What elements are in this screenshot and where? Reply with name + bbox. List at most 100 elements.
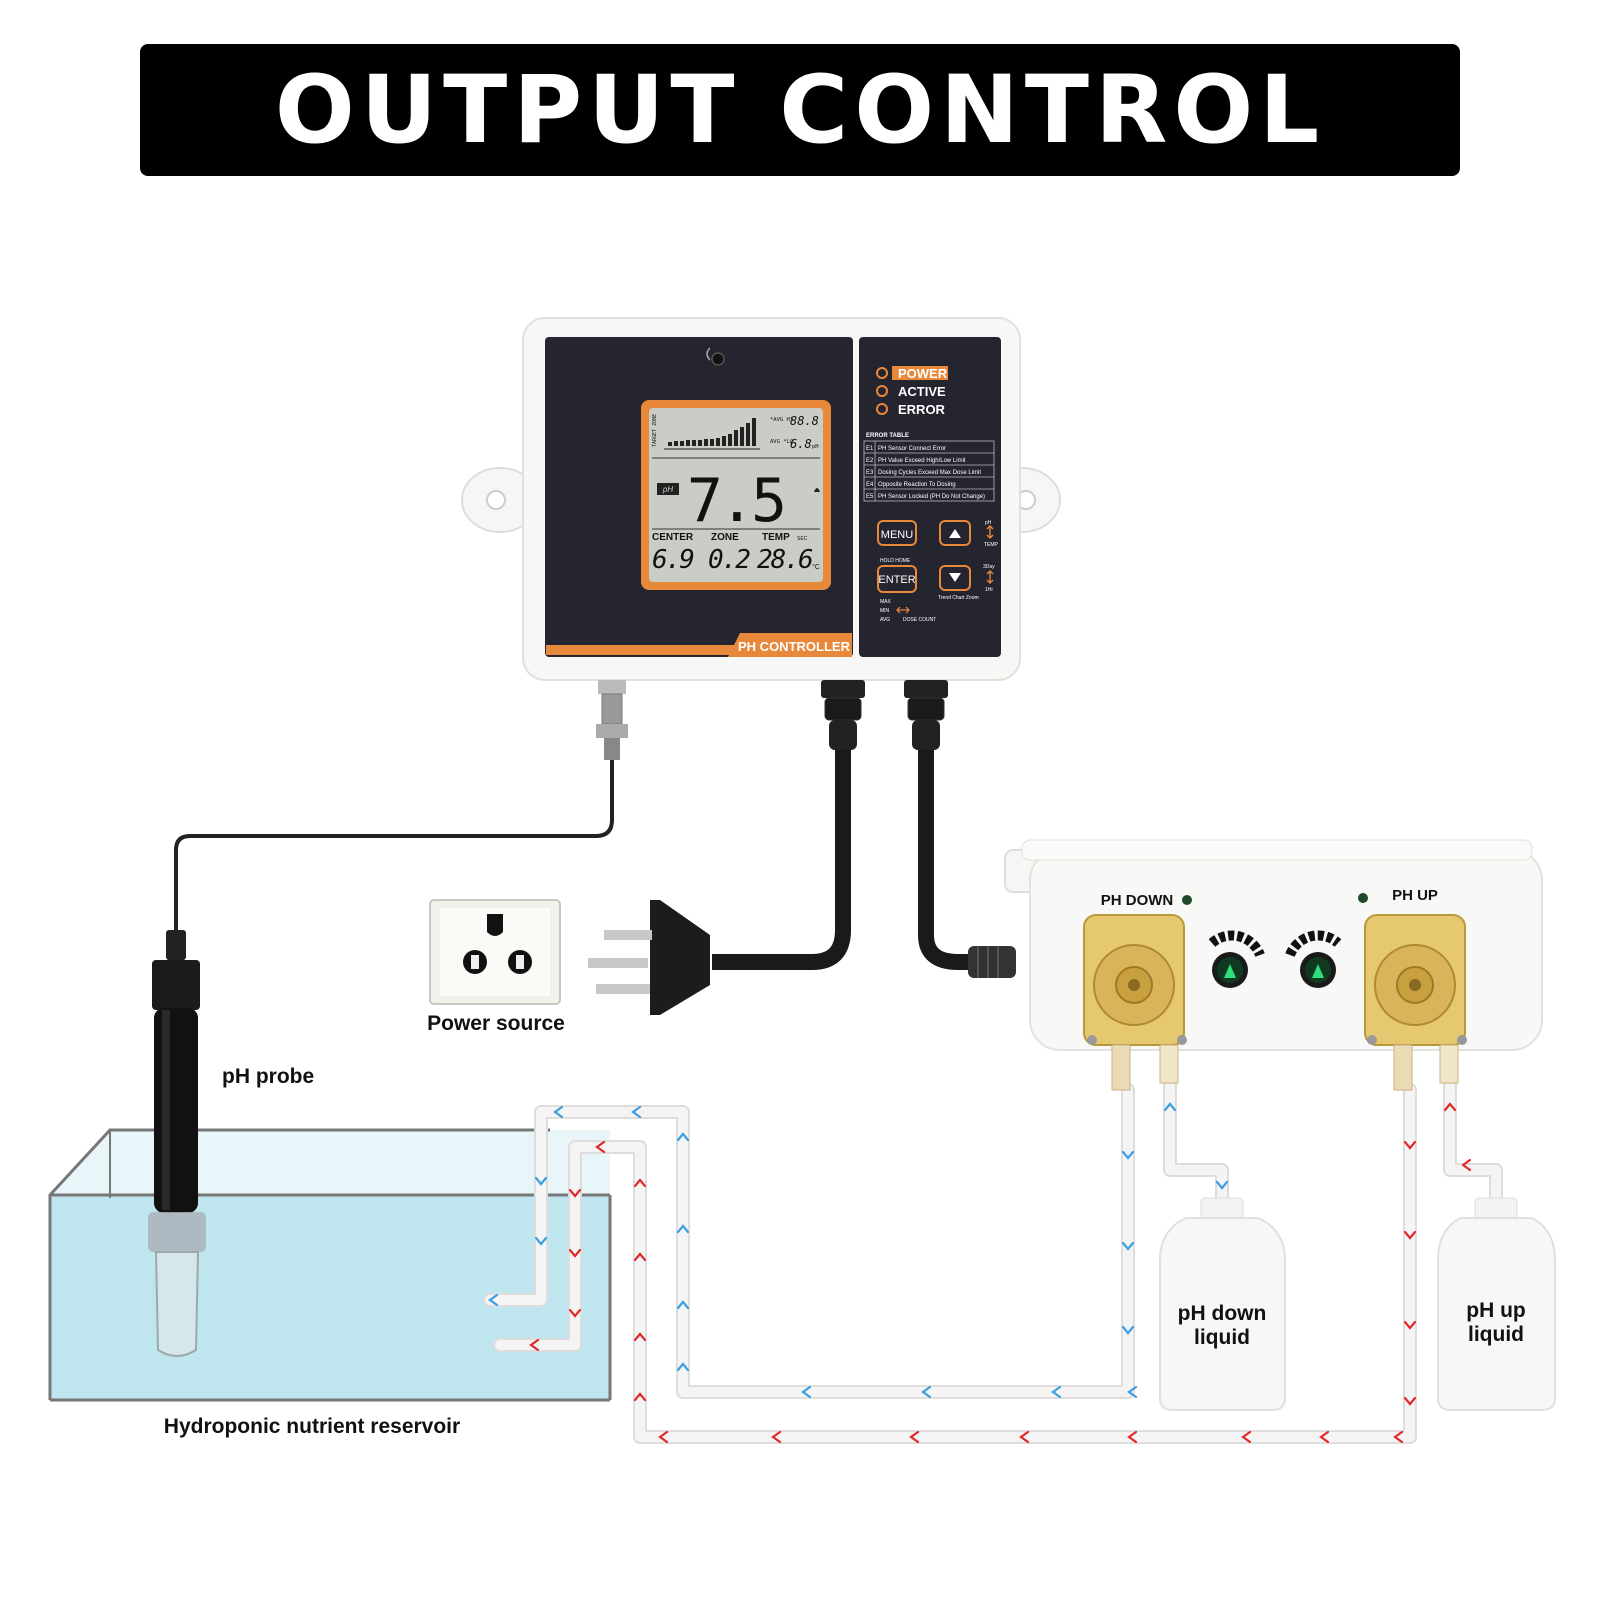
flow-arrow [534,1236,548,1246]
lcd-main-value: 7.5 [687,466,783,536]
power-socket [429,899,561,1005]
status-led-active: ACTIVE [876,384,946,399]
dose-count-label: DOSE COUNT [903,617,936,623]
left-right-arrow-icon [896,606,910,614]
ph-up-liquid-label-2: liquid [1468,1323,1524,1346]
pump-gland-body [968,946,1016,978]
lcd-center-value: 6.9 [652,545,693,575]
ph-down-bottle: pH down liquid [1159,1197,1286,1411]
error-row-code: E3 [866,470,874,476]
ph-up-indicator-led [1358,893,1368,903]
pump-right-label: PH UP [1392,887,1438,904]
ph-down-feed-tube-outline [1163,1073,1229,1207]
avg-label: AVG [880,617,890,623]
error-row-text: PH Sensor Locked (PH Do Not Change) [878,494,985,500]
flow-arrow [1121,1241,1135,1251]
mount-hole-left [486,490,506,510]
lcd-temp-unit: °C [812,563,820,571]
error-row-code: E4 [866,482,874,488]
tubing [483,1073,1503,1444]
reservoir-water-surface [50,1130,610,1195]
flow-arrow [633,1252,647,1262]
lcd-target-zone-label: TARGET ZONE [652,414,658,447]
title-banner: OUTPUT CONTROL [140,44,1460,176]
led-label-power: POWER [898,366,948,381]
pump-left-label: PH DOWN [1101,892,1174,909]
probe-glass-tip [154,1251,200,1357]
flow-arrow [676,1224,690,1234]
down-button[interactable] [939,565,971,591]
banner-title: OUTPUT CONTROL [274,55,1326,165]
plug-prong-middle [588,958,648,968]
flow-arrow [1403,1140,1417,1150]
flow-arrow [1127,1430,1138,1444]
hold-home-label: HOLD HOME [880,558,911,564]
pump-housing-top [1021,839,1533,861]
ph-probe [148,930,206,1357]
lcd-avg-hi-value: 88.8 [790,414,819,428]
flow-arrow [658,1430,669,1444]
power-plug [588,705,851,1015]
lcd-avg-lo-value: 6.8 [790,437,812,451]
menu-button[interactable]: MENU [877,520,917,546]
flow-arrow [534,1176,548,1186]
flow-arrows [488,1102,1472,1444]
wifi-icon [706,347,725,366]
socket-ground-pin-hole [487,914,503,936]
socket-right-slot [516,955,524,969]
enter-button[interactable]: ENTER [877,565,917,593]
error-row-code: E1 [866,446,874,452]
ph-down-speed-knob[interactable] [1208,930,1265,988]
ph-controller: PH CONTROLLER TARGET ZO [461,317,1061,760]
red-flow-arrows [529,1102,1472,1444]
flow-arrow [1215,1180,1229,1190]
flow-arrow [595,1140,606,1154]
ph-up-bottle: pH up liquid [1437,1197,1556,1411]
lcd-bar-graph [664,418,760,450]
ph-up-feed-tube-outline [1443,1073,1503,1207]
flow-arrow [633,1178,647,1188]
down-button-side-label: 3Day [983,564,995,570]
ph-up-speed-knob[interactable] [1285,930,1342,988]
lcd-zone-label: ZONE [711,532,739,543]
max-label: MAX [880,599,892,605]
reservoir [48,1128,612,1402]
up-button-side-label: pH [985,520,992,526]
ph-up-tube [495,1085,1415,1442]
min-label: MIN [880,608,890,614]
lcd-avg-lo-unit: pH [812,444,819,450]
error-row-text: PH Sensor Connect Error [878,446,946,452]
flow-arrow [1443,1102,1457,1112]
socket-left-slot [471,955,479,969]
error-row-code: E2 [866,458,874,464]
flow-arrow [529,1338,540,1352]
pump-signal-gland [904,680,948,750]
lcd-screen [649,408,823,582]
ph-down-liquid-label-2: liquid [1194,1326,1250,1349]
probe-strain-relief [166,930,186,960]
status-led-error: ERROR [876,402,946,417]
controller-right-panel [859,337,1001,657]
flow-arrow [676,1300,690,1310]
flow-arrow [909,1430,920,1444]
flow-arrow [801,1385,812,1399]
power-cable [712,705,851,970]
up-down-arrow-icon [986,525,994,539]
flow-arrow [1121,1150,1135,1160]
flow-arrow [1121,1325,1135,1335]
menu-button-label: MENU [881,529,913,541]
flow-arrow [568,1248,582,1258]
plug-prong-top [604,930,652,940]
led-label-active: ACTIVE [898,384,946,399]
up-button[interactable] [939,520,971,546]
probe-cable [174,760,614,935]
error-table-title: ERROR TABLE [866,433,909,439]
ph-down-liquid-label-1: pH down [1178,1302,1267,1325]
lcd-zone-value: 0.2 [708,545,750,575]
flow-arrow [568,1308,582,1318]
controller-name: PH CONTROLLER [738,639,851,654]
controller-orange-stripe [546,645,852,655]
ph-up-feed-tube [1445,1075,1501,1205]
ph-up-pump-head [1364,914,1467,1091]
lcd-temp-sec: SEC [797,536,808,542]
